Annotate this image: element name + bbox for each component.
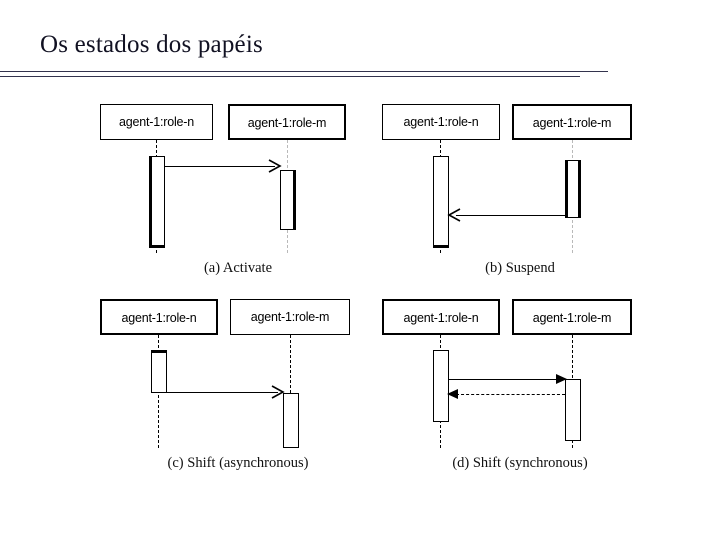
object-box-left[interactable]: agent-1:role-n [100, 299, 218, 335]
message-arrow-line-return [456, 394, 565, 395]
activation-bar-right [565, 379, 581, 441]
message-arrow-line-call [449, 379, 558, 380]
object-box-right[interactable]: agent-1:role-m [512, 104, 632, 140]
sequence-diagram-c: agent-1:role-n agent-1:role-m (c) Shift … [88, 293, 388, 488]
filled-arrowhead-right-icon [556, 374, 567, 384]
activation-bar-left [151, 350, 167, 393]
message-arrow-line [165, 166, 275, 167]
object-box-left[interactable]: agent-1:role-n [100, 104, 213, 140]
activation-bar-right [280, 170, 296, 230]
object-box-right[interactable]: agent-1:role-m [512, 299, 632, 335]
diagram-caption: (a) Activate [203, 260, 273, 276]
object-box-left[interactable]: agent-1:role-n [382, 299, 500, 335]
object-box-right[interactable]: agent-1:role-m [230, 299, 350, 335]
object-box-right[interactable]: agent-1:role-m [228, 104, 346, 140]
open-arrowhead-right-icon [271, 385, 285, 399]
activation-bar-right [565, 160, 581, 218]
sequence-diagram-b: agent-1:role-n agent-1:role-m (b) Suspen… [370, 98, 670, 293]
open-arrowhead-right-icon [268, 159, 282, 173]
page-title: Os estados dos papéis [40, 31, 263, 58]
activation-bar-left [433, 350, 449, 422]
sequence-diagram-d: agent-1:role-n agent-1:role-m (d) Shift … [370, 293, 670, 488]
activation-bar-right [283, 393, 299, 448]
message-arrow-line [456, 215, 566, 216]
message-arrow-line [167, 392, 278, 393]
open-arrowhead-left-icon [447, 208, 461, 222]
diagram-caption: (b) Suspend [485, 260, 555, 276]
title-divider-top [0, 71, 608, 72]
activation-bar-left [149, 156, 165, 248]
activation-bar-left [433, 156, 449, 248]
object-box-left[interactable]: agent-1:role-n [382, 104, 500, 140]
lifeline-right [290, 335, 291, 448]
diagram-caption: (d) Shift (synchronous) [452, 455, 588, 471]
filled-arrowhead-left-icon [447, 389, 458, 399]
title-divider-bottom [0, 76, 580, 77]
sequence-diagram-a: agent-1:role-n agent-1:role-m (a) Activa… [88, 98, 388, 293]
diagram-caption: (c) Shift (asynchronous) [167, 455, 309, 471]
